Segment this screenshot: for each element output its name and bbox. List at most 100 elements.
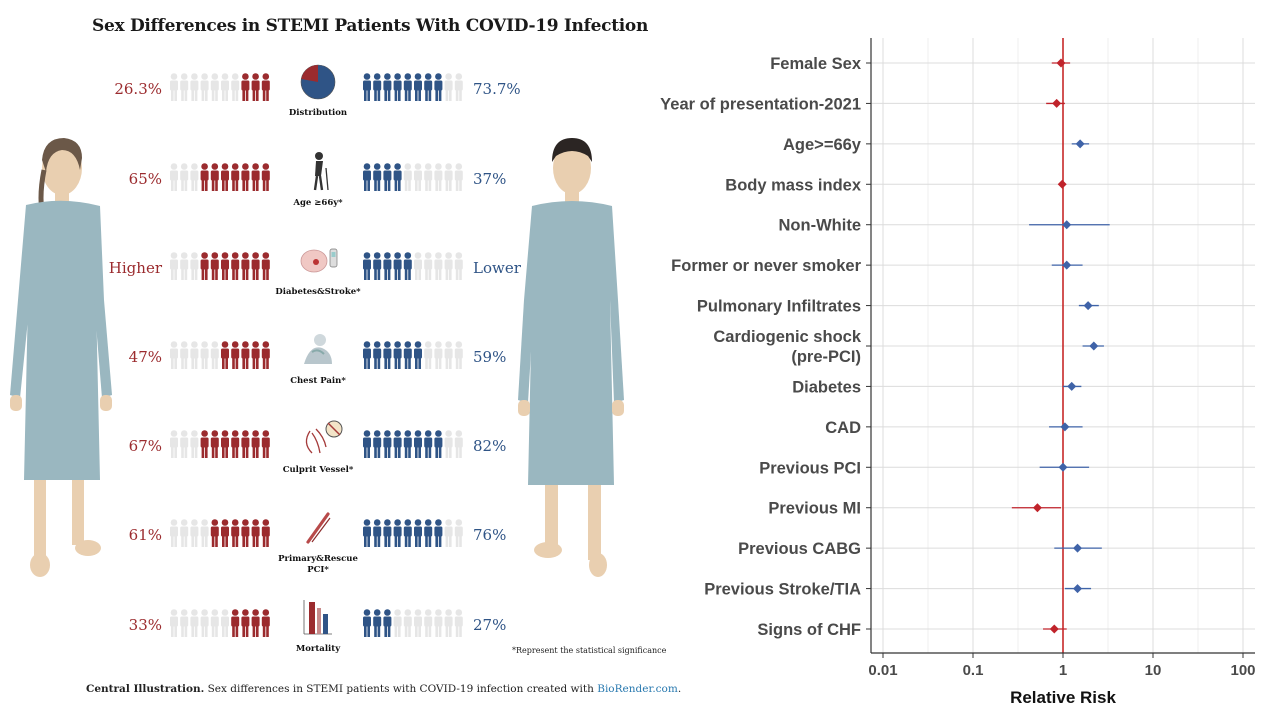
female-person-icon-faded: [190, 609, 199, 637]
female-person-icon-faded: [170, 430, 178, 458]
male-person-icon-filled: [373, 519, 382, 547]
female-value: 61%: [129, 526, 162, 544]
female-person-icon-faded: [180, 252, 189, 280]
female-person-icon-faded: [210, 341, 219, 369]
female-person-icon-faded: [170, 341, 178, 369]
male-person-icon-faded: [403, 163, 412, 191]
male-person-icon-filled: [373, 163, 382, 191]
point-estimate: [1058, 462, 1068, 472]
female-value: 65%: [129, 170, 162, 188]
row-label: Cardiogenic shock: [713, 328, 861, 346]
infographic-title: Sex Differences in STEMI Patients With C…: [92, 16, 649, 36]
point-estimate: [1089, 341, 1099, 351]
female-person-icon-faded: [210, 609, 219, 637]
female-person-icon-faded: [200, 73, 209, 101]
female-person-icon-faded: [170, 163, 178, 191]
male-person-icon-faded: [454, 519, 463, 547]
female-person-icon-filled: [221, 163, 229, 191]
male-person-icon-filled: [373, 430, 382, 458]
female-person-icon-faded: [170, 73, 178, 101]
forest-row: Diabetes: [792, 378, 1082, 396]
male-person-icon-faded: [454, 73, 463, 101]
female-person-icon-filled: [261, 609, 270, 637]
female-person-icon-filled: [231, 341, 240, 369]
male-person-icon-filled: [393, 73, 402, 101]
female-person-icon-faded: [190, 519, 199, 547]
female-person-icon-filled: [241, 430, 250, 458]
female-person-icon-filled: [251, 341, 260, 369]
row-label: Diabetes&Stroke*: [275, 287, 361, 297]
forest-row: Cardiogenic shock(pre-PCI): [713, 328, 1104, 366]
heart-vessel-icon: [305, 420, 343, 454]
male-person-icon-faded: [424, 609, 433, 637]
male-value: 76%: [473, 526, 506, 544]
female-person-icon-filled: [251, 252, 260, 280]
male-person-icon-faded: [444, 252, 453, 280]
forest-row: Female Sex: [770, 55, 1071, 73]
male-person-icon-filled: [383, 519, 392, 547]
row-label: Primary&Rescue: [278, 554, 358, 564]
point-estimate: [1057, 179, 1067, 189]
female-patient-figure: [10, 138, 112, 577]
male-person-icon-faded: [434, 341, 443, 369]
forest-row: Body mass index: [725, 176, 1067, 194]
brain-glucometer-icon: [300, 248, 338, 273]
female-person-icon-faded: [180, 430, 189, 458]
male-person-icon-filled: [424, 519, 433, 547]
row-label: Previous CABG: [738, 540, 861, 558]
female-person-icon-faded: [180, 519, 189, 547]
infographic-panel: Sex Differences in STEMI Patients With C…: [0, 0, 681, 720]
female-person-icon-filled: [241, 609, 250, 637]
male-person-icon-filled: [363, 341, 371, 369]
female-person-icon-faded: [190, 430, 199, 458]
female-person-icon-faded: [180, 73, 189, 101]
row-label: Signs of CHF: [757, 621, 861, 639]
male-person-icon-filled: [414, 430, 422, 458]
female-person-icon-filled: [251, 609, 260, 637]
male-value: 27%: [473, 616, 506, 634]
infographic-row: 33%27%Mortality: [129, 600, 506, 654]
female-value: 26.3%: [114, 80, 162, 98]
catheter-icon: [306, 512, 331, 544]
male-person-icon-faded: [454, 163, 463, 191]
male-person-icon-filled: [383, 430, 392, 458]
male-person-icon-filled: [403, 341, 412, 369]
male-value: 37%: [473, 170, 506, 188]
forest-row: Pulmonary Infiltrates: [697, 298, 1099, 316]
male-person-icon-filled: [393, 519, 402, 547]
forest-row: Age>=66y: [783, 136, 1090, 154]
female-person-icon-faded: [200, 609, 209, 637]
female-person-icon-filled: [261, 430, 270, 458]
row-label: PCI*: [307, 565, 329, 575]
female-person-icon-faded: [231, 73, 240, 101]
female-person-icon-filled: [241, 252, 250, 280]
figure-caption: Central Illustration. Sex differences in…: [86, 683, 681, 695]
male-person-icon-filled: [414, 341, 422, 369]
female-person-icon-filled: [261, 163, 270, 191]
female-value: Higher: [109, 259, 163, 277]
x-tick-label: 0.01: [868, 662, 897, 679]
female-person-icon-filled: [210, 163, 219, 191]
row-label: Pulmonary Infiltrates: [697, 298, 861, 316]
male-person-icon-faded: [393, 609, 402, 637]
female-person-icon-faded: [200, 519, 209, 547]
female-person-icon-faded: [200, 341, 209, 369]
caption-text: Sex differences in STEMI patients with C…: [204, 683, 598, 695]
point-estimate: [1073, 543, 1083, 553]
male-person-icon-filled: [363, 163, 371, 191]
female-person-icon-filled: [200, 430, 209, 458]
male-person-icon-filled: [403, 430, 412, 458]
male-person-icon-filled: [414, 519, 422, 547]
point-estimate: [1049, 624, 1059, 634]
biorender-link[interactable]: BioRender.com: [597, 683, 678, 695]
row-label: Mortality: [296, 644, 341, 654]
male-person-icon-faded: [454, 252, 463, 280]
male-person-icon-filled: [434, 519, 443, 547]
point-estimate: [1056, 58, 1066, 68]
x-tick-label: 1: [1059, 662, 1067, 679]
female-person-icon-faded: [190, 73, 199, 101]
female-person-icon-filled: [261, 519, 270, 547]
male-person-icon-faded: [444, 163, 453, 191]
